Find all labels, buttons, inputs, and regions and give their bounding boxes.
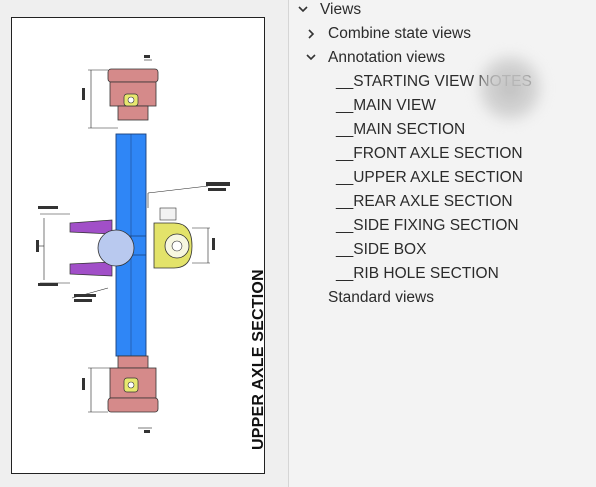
pane-divider[interactable] [288, 0, 289, 487]
tree-item-main-view[interactable]: __MAIN VIEW [336, 97, 436, 114]
chevron-down-icon[interactable] [303, 46, 319, 70]
tree-label: Views [320, 1, 362, 18]
tree-item-front-axle-section[interactable]: __FRONT AXLE SECTION [336, 145, 523, 162]
section-title: UPPER AXLE SECTION [250, 269, 267, 450]
tree-label: Combine state views [328, 25, 472, 42]
tree-item-rib-hole-section[interactable]: __RIB HOLE SECTION [336, 265, 499, 282]
tree-item-side-fixing-section[interactable]: __SIDE FIXING SECTION [336, 217, 519, 234]
axle-drawing [36, 55, 230, 433]
tree-item-upper-axle-section[interactable]: __UPPER AXLE SECTION [336, 169, 523, 186]
chevron-right-icon[interactable] [303, 22, 319, 46]
tree-item-rear-axle-section[interactable]: __REAR AXLE SECTION [336, 193, 513, 210]
drawing-viewport[interactable]: UPPER AXLE SECTION [0, 0, 288, 487]
tree-label: Annotation views [328, 49, 446, 66]
drawing-sheet[interactable]: UPPER AXLE SECTION [11, 17, 267, 474]
chevron-down-icon[interactable] [295, 0, 311, 22]
tree-item-side-box[interactable]: __SIDE BOX [336, 241, 427, 258]
blurred-overlay [475, 52, 545, 124]
tree-item-main-section[interactable]: __MAIN SECTION [336, 121, 466, 138]
views-tree-panel: Views Combine state views Annotation vie… [289, 0, 596, 487]
tree-item-standard-views[interactable]: Standard views [328, 289, 434, 306]
